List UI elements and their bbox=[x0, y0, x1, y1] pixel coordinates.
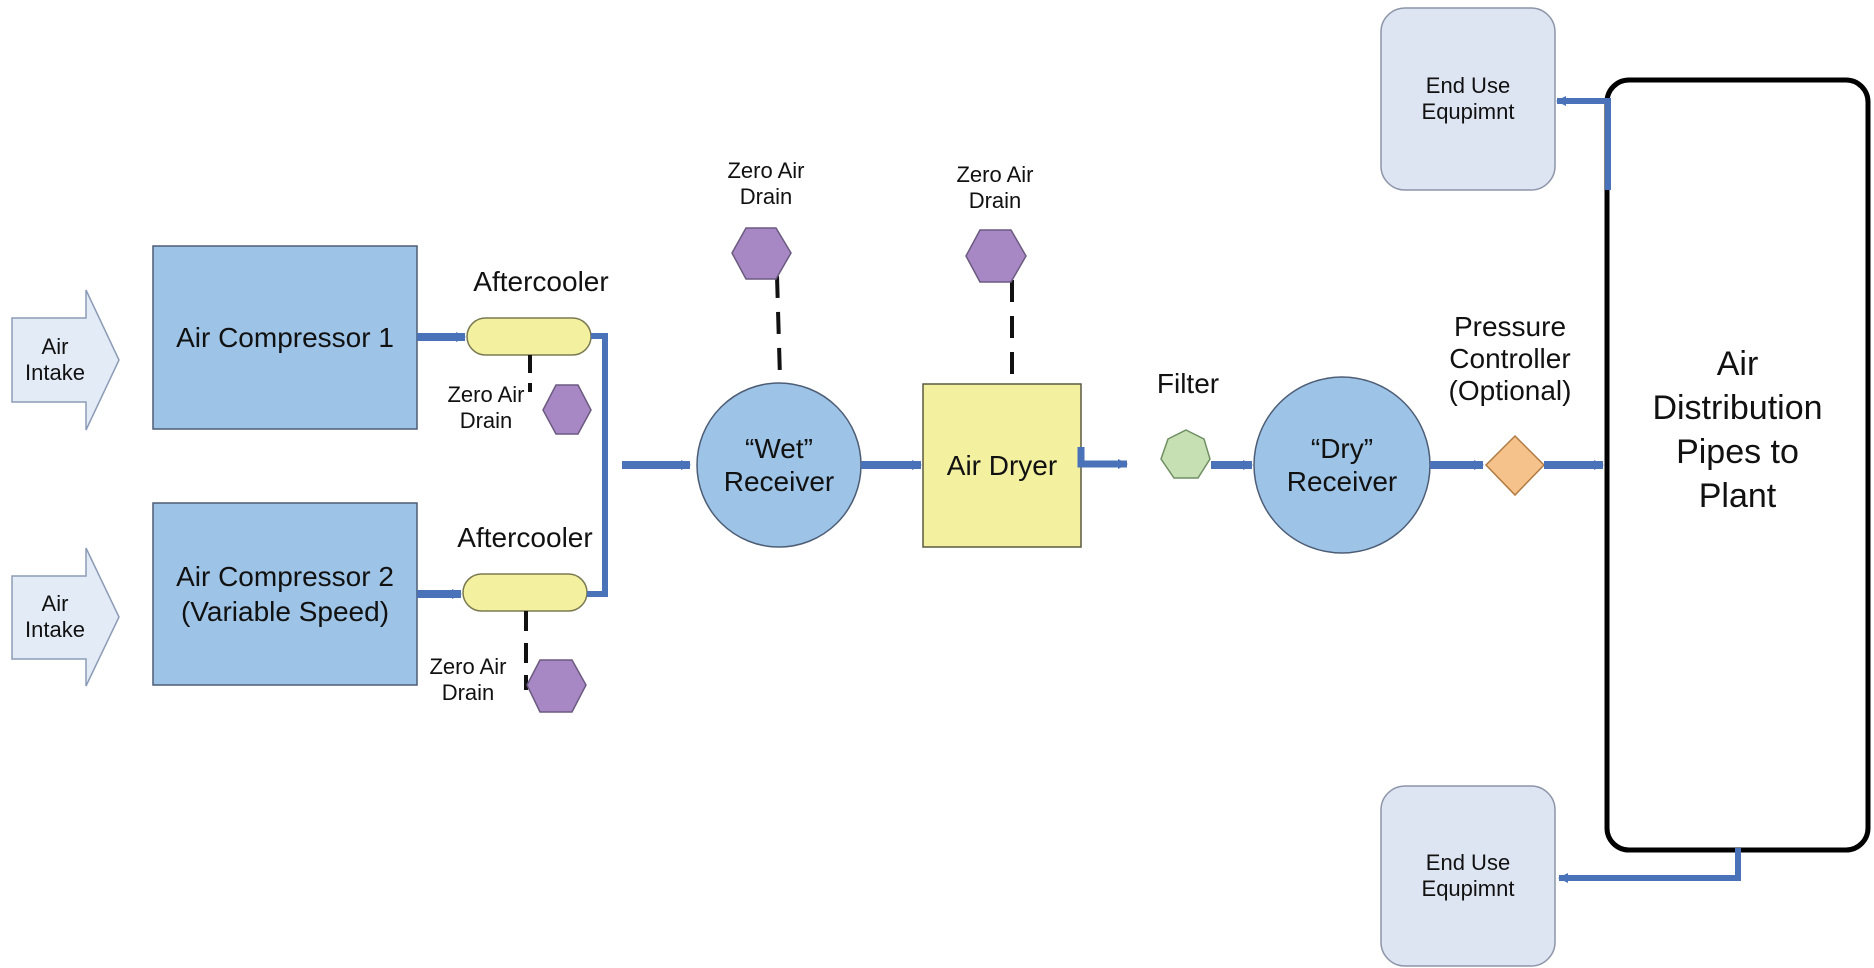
air-compressor-2-label: Air Compressor 2 (Variable Speed) bbox=[153, 503, 417, 685]
end-use-bottom-line-2: Equpimnt bbox=[1421, 876, 1515, 901]
air-distribution-line-2: Distribution bbox=[1652, 388, 1823, 427]
air-dryer-label: Air Dryer bbox=[923, 384, 1081, 547]
pressure-controller-line-1: Pressure bbox=[1453, 311, 1567, 342]
air-dryer-drain-label: Zero Air Drain bbox=[945, 162, 1045, 214]
air-intake-2-line-1: Air bbox=[41, 591, 69, 617]
filter-label: Filter bbox=[1156, 368, 1220, 399]
aftercooler-1-drain-hexagon bbox=[542, 384, 592, 435]
filter-heptagon bbox=[1160, 429, 1211, 479]
air-intake-1-line-2: Intake bbox=[25, 360, 85, 385]
air-intake-2-label: Air Intake bbox=[20, 574, 90, 660]
wet-receiver-drain-line-2: Drain bbox=[739, 183, 793, 209]
pressure-controller-label: Pressure Controller (Optional) bbox=[1430, 311, 1590, 408]
air-intake-2-arrow bbox=[11, 547, 120, 687]
end-use-bottom-label: End Use Equpimnt bbox=[1381, 786, 1555, 966]
aftercooler-2-shape bbox=[462, 573, 588, 612]
air-distribution-label: Air Distribution Pipes to Plant bbox=[1609, 330, 1866, 530]
aftercooler-manifold-pipe bbox=[587, 333, 608, 597]
wet-receiver-label: “Wet” Receiver bbox=[697, 383, 861, 547]
end-use-top-line-1: End Use bbox=[1425, 73, 1511, 99]
air-compressor-2-subtitle: (Variable Speed) bbox=[180, 596, 390, 627]
dry-receiver-line-1: “Dry” bbox=[1310, 432, 1374, 464]
distribution-to-top-end-use-pipe bbox=[1556, 96, 1611, 190]
air-intake-1-line-1: Air bbox=[41, 334, 69, 360]
end-use-bottom-line-1: End Use bbox=[1425, 850, 1511, 876]
aftercooler-2-drain-hexagon bbox=[526, 659, 587, 713]
end-use-bottom-box bbox=[1380, 785, 1556, 967]
air-compressor-2-title: Air Compressor 2 bbox=[176, 561, 394, 592]
air-distribution-line-1: Air bbox=[1716, 344, 1759, 383]
end-use-top-label: End Use Equpimnt bbox=[1381, 8, 1555, 190]
air-compressor-2-box bbox=[152, 502, 418, 686]
aftercooler-2-label: Aftercooler bbox=[457, 522, 593, 553]
air-dryer-drain-hexagon bbox=[965, 229, 1027, 283]
wet-receiver-drain-hexagon bbox=[731, 227, 792, 280]
wet-receiver-drain-line bbox=[775, 275, 782, 379]
end-use-top-box bbox=[1380, 7, 1556, 191]
wet-receiver-line-1: “Wet” bbox=[745, 432, 813, 464]
air-dryer-drain-line-1: Zero Air bbox=[956, 162, 1034, 187]
air-intake-1-arrow bbox=[11, 289, 120, 431]
aftercooler-2-drain-line-2: Drain bbox=[441, 679, 495, 705]
air-compressor-1-title: Air Compressor 1 bbox=[176, 321, 394, 353]
air-distribution-line-4: Plant bbox=[1698, 477, 1777, 516]
wet-receiver-drain-label: Zero Air Drain bbox=[716, 158, 816, 210]
wet-receiver-line-2: Receiver bbox=[723, 466, 835, 497]
aftercooler-2-drain-line-1: Zero Air bbox=[429, 654, 507, 679]
aftercooler-1-drain-label: Zero Air Drain bbox=[436, 382, 536, 434]
air-intake-1-label: Air Intake bbox=[20, 316, 90, 404]
pressure-controller-line-2: Controller bbox=[1449, 343, 1571, 375]
aftercooler-1-shape bbox=[466, 317, 592, 356]
air-compressor-1-label: Air Compressor 1 bbox=[153, 246, 417, 429]
pressure-controller-diamond bbox=[1484, 434, 1546, 497]
distribution-to-bottom-end-use-pipe bbox=[1558, 848, 1741, 883]
aftercooler-2-drain-label: Zero Air Drain bbox=[418, 654, 518, 706]
end-use-top-line-2: Equpimnt bbox=[1421, 99, 1515, 124]
dryer-to-filter-pipe bbox=[1077, 447, 1128, 469]
dry-receiver-label: “Dry” Receiver bbox=[1254, 377, 1430, 553]
aftercooler-1-drain-line-2: Drain bbox=[459, 407, 513, 433]
air-intake-2-line-2: Intake bbox=[25, 617, 85, 642]
aftercooler-1-drain-line-1: Zero Air bbox=[447, 382, 525, 407]
air-dryer-drain-line-2: Drain bbox=[968, 187, 1022, 213]
air-compressor-1-box bbox=[152, 245, 418, 430]
dry-receiver-line-2: Receiver bbox=[1286, 466, 1398, 497]
air-dryer-box bbox=[922, 383, 1082, 548]
air-distribution-line-3: Pipes to bbox=[1676, 433, 1799, 471]
wet-receiver-drain-line-1: Zero Air bbox=[727, 158, 805, 183]
pressure-controller-line-3: (Optional) bbox=[1448, 375, 1572, 407]
air-dryer-title: Air Dryer bbox=[946, 449, 1058, 481]
aftercooler-1-label: Aftercooler bbox=[473, 266, 609, 297]
